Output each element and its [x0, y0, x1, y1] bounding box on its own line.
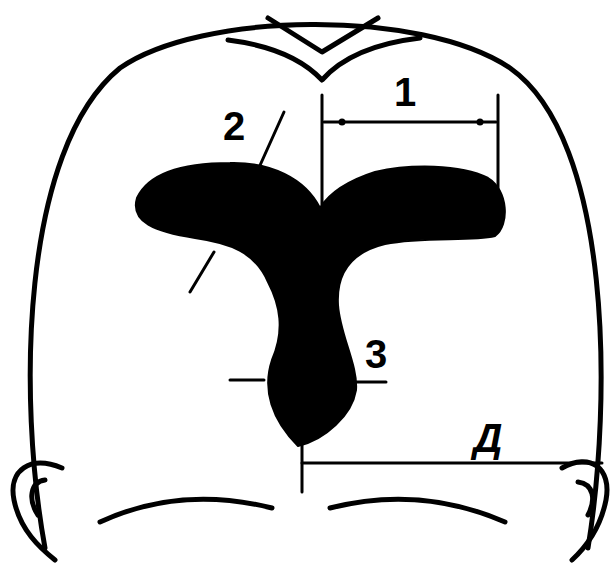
right-ear-inner — [578, 482, 593, 515]
callout-label: 1 — [394, 72, 416, 112]
leader-line — [257, 112, 284, 172]
dimension-dot — [339, 119, 346, 126]
dimension-line — [324, 121, 496, 124]
callout-label: 2 — [223, 106, 245, 146]
left-ear — [13, 463, 62, 560]
dimension-line — [301, 440, 304, 492]
leader-line — [190, 252, 214, 292]
dimension-dot — [477, 119, 484, 126]
fontanelle — [268, 18, 378, 52]
head-outline — [30, 24, 601, 548]
dimension-line — [497, 95, 500, 215]
left-brow — [100, 499, 272, 522]
ventricles — [136, 163, 505, 446]
callout-label: 3 — [365, 334, 387, 374]
sagittal-fold — [228, 38, 420, 80]
leader-line — [230, 379, 264, 382]
leader-line — [352, 381, 386, 384]
dimension-line — [321, 95, 324, 212]
right-brow — [330, 499, 505, 522]
left-ear-inner — [32, 480, 45, 515]
callout-label: Д — [474, 418, 503, 458]
right-ear — [562, 462, 607, 560]
dimension-line — [302, 462, 602, 465]
